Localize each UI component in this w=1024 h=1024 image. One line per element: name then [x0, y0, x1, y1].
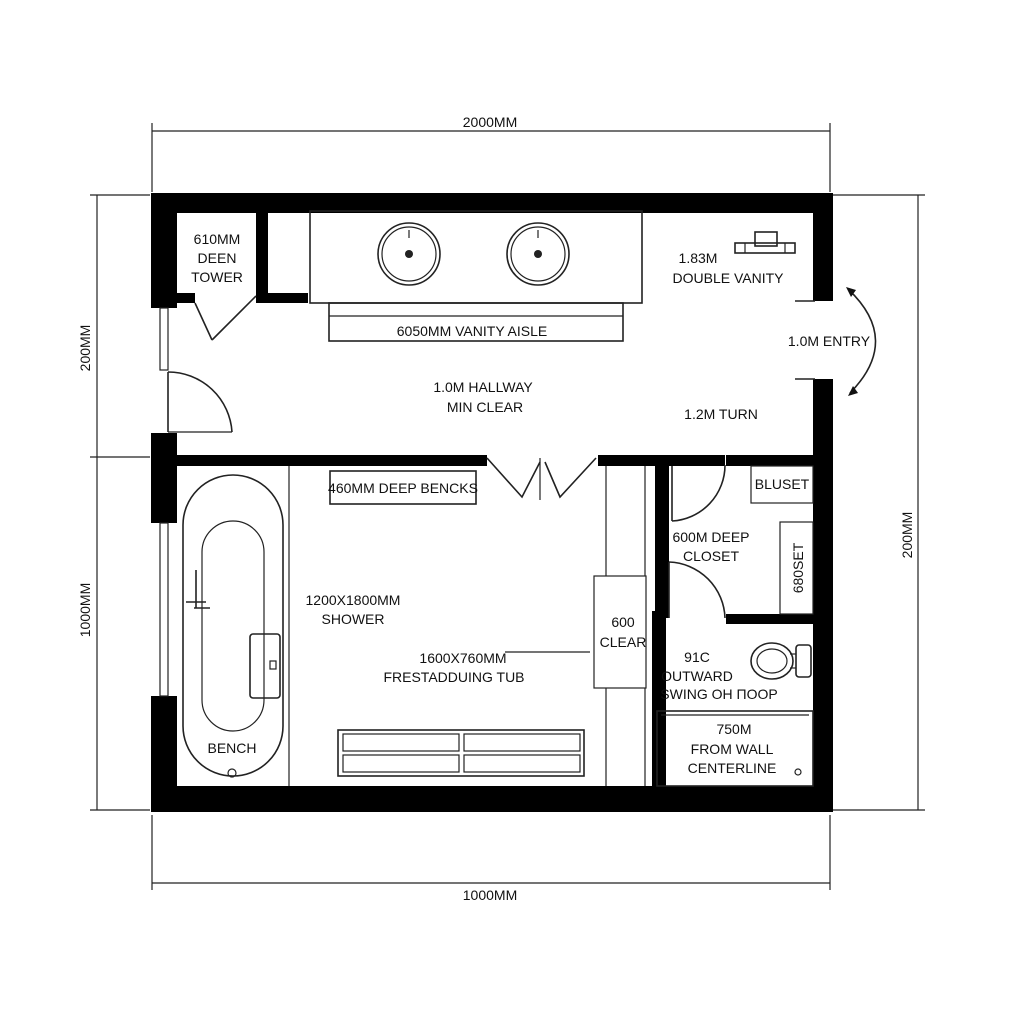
turn-label: 1.2M TURN	[684, 406, 758, 422]
wc-door-swing-icon	[668, 561, 726, 619]
toilet-icon	[750, 642, 812, 680]
bathtub-icon	[182, 466, 290, 786]
sink-icon	[506, 222, 570, 286]
towel-label-1: 610MM	[194, 231, 241, 247]
bench-slats-icon	[337, 729, 585, 777]
vanity-label: DOUBLE VANITY	[673, 270, 785, 286]
closet-door-swing-icon	[671, 464, 726, 522]
wc-label-1: 91C	[684, 649, 710, 665]
benches-label: 460MM DEEP BENCKS	[328, 480, 478, 496]
entry-label: 1.0M ENTRY	[788, 333, 871, 349]
entry-arrow-icon	[795, 287, 877, 396]
shower-size-label: 1200X1800MM	[306, 592, 401, 608]
wall-note-label-1: 750M	[716, 721, 751, 737]
clear-label: CLEAR	[600, 634, 647, 650]
hallway-label-2: MIN CLEAR	[447, 399, 523, 415]
vanity-aisle-label: 6050MM VANITY AISLE	[397, 323, 547, 339]
bench-label: BENCH	[207, 740, 256, 756]
closet-shelves	[750, 465, 814, 615]
towel-label-2: DEEN	[198, 250, 237, 266]
shower-wall-icon	[505, 466, 647, 786]
vanity-size-label: 1.83M	[679, 250, 718, 266]
dim-right: 200MM	[899, 512, 915, 559]
faucet-icon	[734, 231, 796, 254]
shower-label: SHOWER	[322, 611, 385, 627]
closet-side-label: 680SET	[790, 542, 806, 593]
walls	[151, 193, 833, 812]
entry-door-swing-icon	[167, 371, 233, 433]
tub-size-label: 1600X760MM	[419, 650, 506, 666]
tub-label: FRESTADDUING TUB	[383, 669, 524, 685]
double-vanity	[309, 210, 796, 342]
counter-box	[656, 710, 814, 787]
closet-label: CLOSET	[683, 548, 739, 564]
hallway-label-1: 1.0M HALLWAY	[433, 379, 533, 395]
wc-label-2: OUTWARD	[661, 668, 733, 684]
bifold-door-icon	[486, 457, 597, 500]
towel-closet-door-icon	[194, 295, 257, 341]
towel-label-3: TOWER	[191, 269, 243, 285]
bluset-label: BLUSET	[755, 476, 810, 492]
wall-note-label-3: CENTERLINE	[688, 760, 777, 776]
dim-top: 2000MM	[463, 114, 517, 130]
dim-left-lower: 1000MM	[77, 583, 93, 637]
closet-depth-label: 600M DEEP	[672, 529, 749, 545]
dim-left-upper: 200MM	[77, 325, 93, 372]
clear-value-label: 600	[611, 614, 635, 630]
wc-label-3: SWING OH ПООР	[660, 686, 777, 702]
dimension-lines	[90, 123, 925, 890]
wall-note-label-2: FROM WALL	[691, 741, 774, 757]
dim-bottom: 1000MM	[463, 887, 517, 903]
sink-icon	[377, 222, 441, 286]
benches-box	[329, 470, 477, 505]
